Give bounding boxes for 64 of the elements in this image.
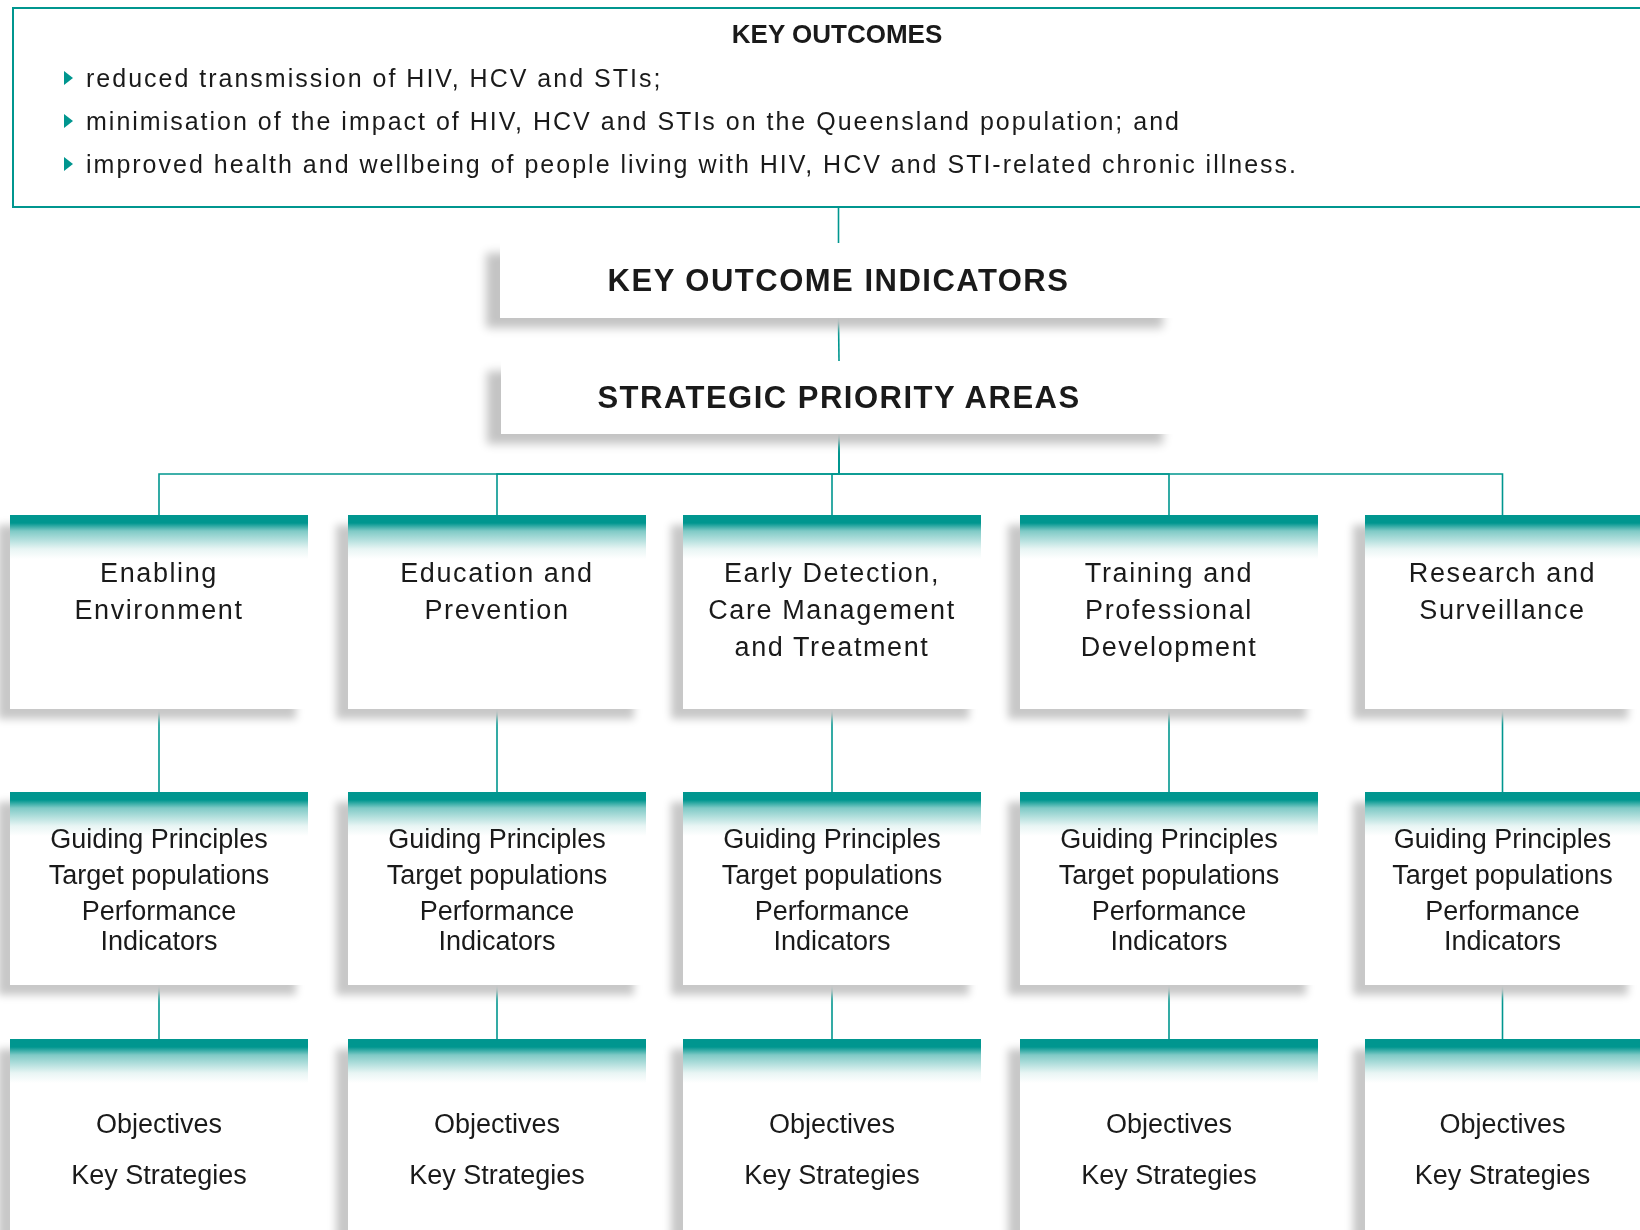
section-heading: KEY OUTCOME INDICATORS [607,262,1070,299]
connector-line [1501,984,1504,1040]
framework-item: Guiding Principles [49,824,269,854]
framework-box [1020,792,1318,985]
area-title: Education and Prevention [399,557,595,627]
framework-item: Performance Indicators [753,896,911,956]
strategy-box [1365,1039,1640,1230]
connector-line [158,708,160,793]
strategy-item: Key Strategies [743,1160,921,1191]
strategy-item: Objectives [1104,1109,1234,1140]
bullet-item: improved health and wellbeing of people living with HIV, HCV and STI-related chronic illness. [64,150,1298,179]
strategy-box [1020,1039,1318,1230]
strategy-item: Key Strategies [1413,1160,1592,1191]
strategy-item: Objectives [1438,1109,1567,1140]
section-heading: STRATEGIC PRIORITY AREAS [597,379,1081,416]
framework-item: Performance Indicators [1090,896,1248,956]
strategy-item: Objectives [767,1109,897,1140]
strategy-box [10,1039,308,1230]
framework-item: Guiding Principles [722,824,942,854]
connector-line [837,207,840,244]
bullet-item: minimisation of the impact of HIV, HCV and STIs on the Queensland population; and [64,107,1181,136]
framework-box [683,792,981,985]
strategy-item: Objectives [94,1109,224,1140]
framework-box [10,792,308,985]
connector-line [831,984,833,1040]
framework-item: Performance Indicators [80,896,238,956]
section-heading: KEY OUTCOMES [731,19,943,50]
connector-line [1168,984,1170,1040]
strategy-item: Key Strategies [70,1160,248,1191]
framework-item: Target populations [720,860,944,890]
priority-area-box [683,515,981,709]
framework-box [1365,792,1640,985]
strategy-box [348,1039,646,1230]
connector-line [158,984,160,1040]
framework-item: Target populations [47,860,271,890]
strategy-box [683,1039,981,1230]
connector-line [1168,708,1170,793]
framework-item: Performance Indicators [1424,896,1581,956]
area-title: Enabling Environment [73,557,245,627]
connector-line [1501,708,1504,793]
bullet-item: reduced transmission of HIV, HCV and STIs; [64,64,663,93]
strategy-item: Key Strategies [1080,1160,1258,1191]
priority-area-box [1365,515,1640,709]
area-title: Early Detection, Care Management and Treatment [707,557,957,664]
framework-box [348,792,646,985]
framework-item: Guiding Principles [1059,824,1279,854]
outcomes-box [12,7,1640,208]
connector-line [837,317,840,362]
connector-line [496,984,498,1040]
priority-area-box [348,515,646,709]
connector-line [496,708,498,793]
priority-area-box [10,515,308,709]
strategy-item: Key Strategies [408,1160,586,1191]
priority-area-box [1020,515,1318,709]
framework-item: Target populations [1391,860,1614,890]
connector-line [831,708,833,793]
area-title: Research and Surveillance [1407,557,1598,627]
area-title: Training and Professional Development [1079,557,1259,664]
framework-item: Performance Indicators [418,896,576,956]
strategy-item: Objectives [432,1109,562,1140]
framework-item: Guiding Principles [387,824,607,854]
framework-item: Target populations [1057,860,1281,890]
framework-item: Guiding Principles [1392,824,1613,854]
framework-item: Target populations [385,860,609,890]
